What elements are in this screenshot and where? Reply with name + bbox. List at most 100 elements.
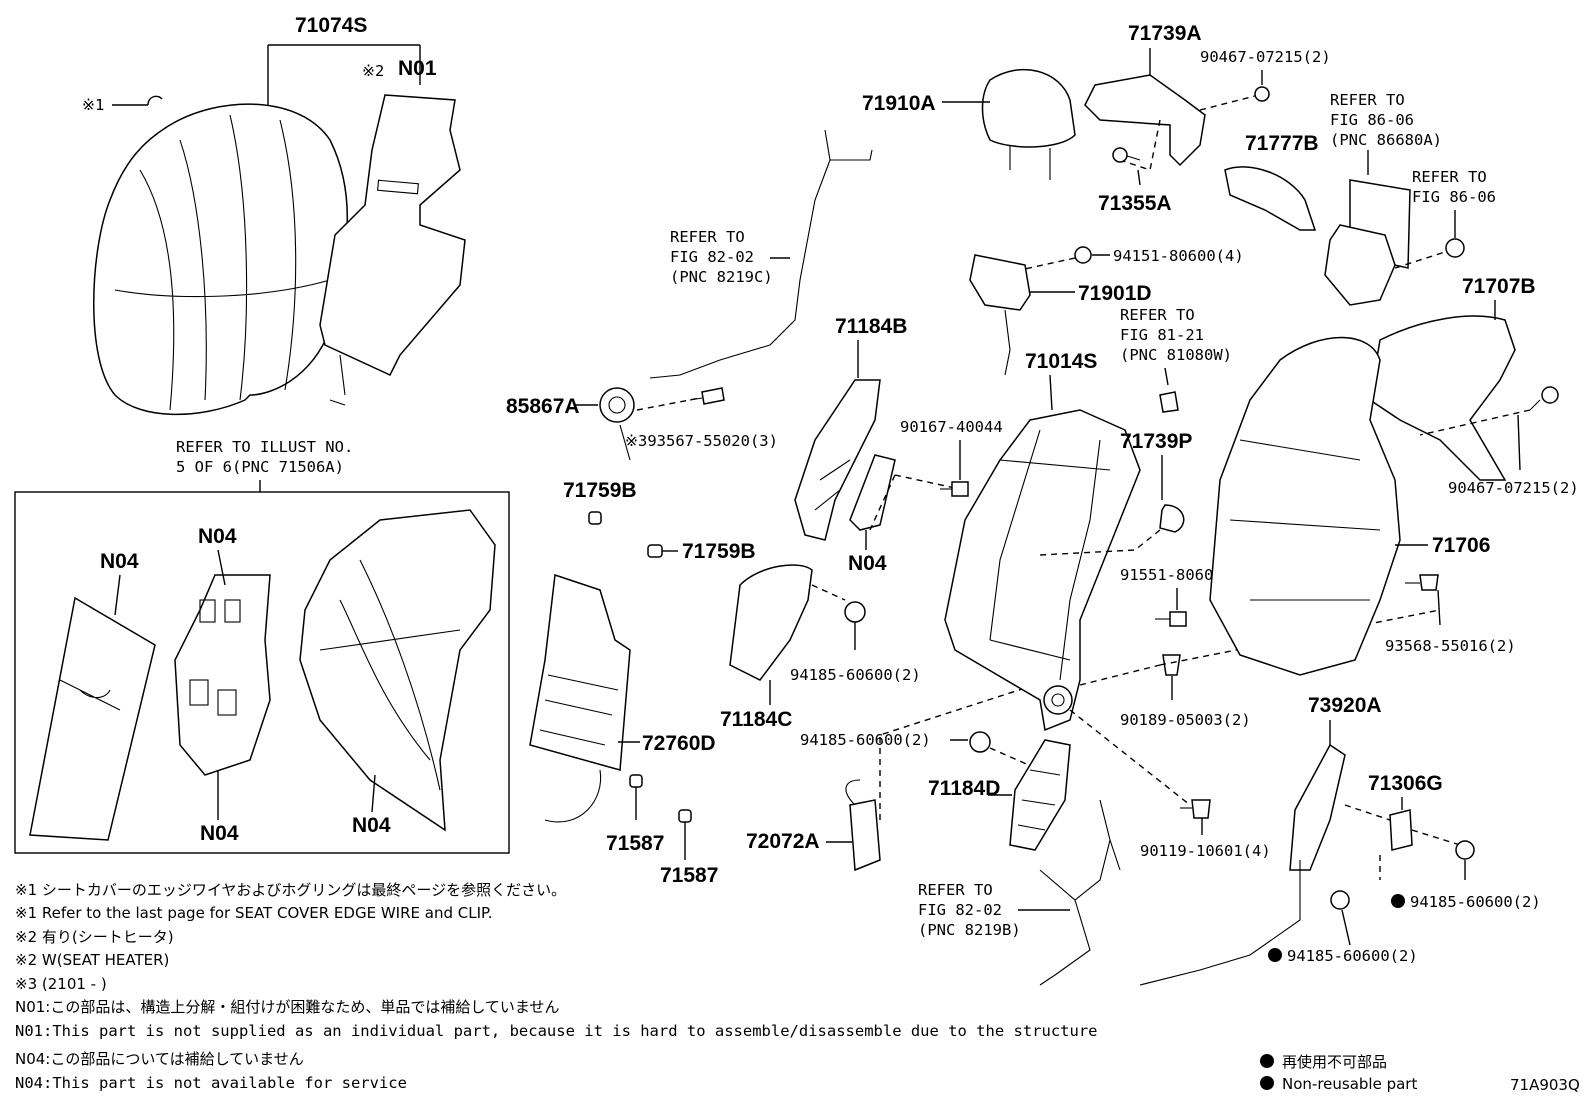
label-94185-b: 94185-60600(2) — [800, 731, 931, 749]
legend-dot-en — [1260, 1076, 1274, 1090]
screw-93567 — [689, 387, 725, 405]
refer82-line3: (PNC 8219C) — [670, 268, 773, 286]
label-94185-a: 94185-60600(2) — [790, 666, 921, 684]
bolt-90189 — [1162, 654, 1181, 676]
refer86a-line3: (PNC 86680A) — [1330, 131, 1442, 149]
clip-71759B-a — [588, 511, 602, 525]
refer82b-line1: REFER TO — [918, 881, 993, 899]
bracket-71306G — [1389, 809, 1413, 851]
refer86a-line1: REFER TO — [1330, 91, 1405, 109]
label-90467-top: 90467-07215(2) — [1200, 48, 1331, 66]
display-bracket-86680A — [1324, 179, 1411, 306]
bolt-90119 — [1180, 799, 1211, 819]
diagram-code: 71A903Q — [1510, 1076, 1580, 1094]
label-72760D: 72760D — [642, 732, 716, 755]
label-93567: ※393567-55020(3) — [625, 432, 778, 450]
note-2-en: ※2 W(SEAT HEATER) — [15, 951, 169, 969]
label-94185-c: 94185-60600(2) — [1410, 893, 1541, 911]
label-71739P: 71739P — [1120, 430, 1192, 453]
label-N01-top: N01 — [398, 57, 437, 80]
bolt-93568 — [1405, 574, 1439, 591]
label-71759B-a: 71759B — [563, 479, 637, 502]
note-n01-jp: N01:この部品は、構造上分解・組付けが困難なため、単品では補給していません — [15, 998, 559, 1016]
note-n04-jp: N04:この部品については補給していません — [15, 1050, 304, 1068]
refer81-line1: REFER TO — [1120, 306, 1195, 324]
refer86b-line1: REFER TO — [1412, 168, 1487, 186]
nut-refer86 — [1445, 238, 1465, 258]
label-90189: 90189-05003(2) — [1120, 711, 1251, 729]
label-71184B: 71184B — [835, 315, 907, 338]
refer82b-line3: (PNC 8219B) — [918, 921, 1021, 939]
note-1-jp: ※1 シートカバーのエッジワイヤおよびホグリングは最終ページを参照ください。 — [15, 881, 566, 899]
nonreusable-dot-d — [1268, 948, 1282, 962]
note-n01-en: N01:This part is not supplied as an indi… — [15, 1022, 1098, 1040]
label-71777B: 71777B — [1245, 132, 1319, 155]
note-1-en: ※1 Refer to the last page for SEAT COVER… — [15, 904, 492, 922]
label-N04-b: N04 — [198, 525, 237, 548]
label-N04-d: N04 — [352, 814, 391, 837]
clip-90467-top — [1254, 86, 1270, 102]
label-94185-d: 94185-60600(2) — [1287, 947, 1418, 965]
label-71587-b: 71587 — [660, 864, 718, 887]
note-2-jp: ※2 有り(シートヒータ) — [15, 928, 174, 946]
bolt-90167 — [940, 481, 969, 497]
side-panel-71184C — [729, 564, 813, 681]
refer81-line2: FIG 81-21 — [1120, 326, 1204, 344]
guide-71739A — [1084, 74, 1206, 167]
label-71184D: 71184D — [928, 777, 1000, 800]
seatback-shell-71706 — [1209, 336, 1401, 676]
note-3: ※3 (2101 - ) — [15, 975, 107, 993]
seat-heater-N01 — [319, 94, 466, 406]
nut-94185-c — [1455, 840, 1475, 860]
mark2-top: ※2 — [362, 62, 384, 80]
part-85867A — [599, 387, 635, 461]
refer82b-line2: FIG 82-02 — [918, 901, 1002, 919]
nut-94185-b — [969, 731, 991, 753]
side-panel-71184B — [794, 379, 881, 541]
refer82-line1: REFER TO — [670, 228, 745, 246]
label-72072A: 72072A — [746, 830, 820, 853]
note-n04-en: N04:This part is not available for servi… — [15, 1074, 407, 1092]
notes-block: ※1 シートカバーのエッジワイヤおよびホグリングは最終ページを参照ください。 ※… — [15, 881, 1098, 1092]
seat-frame-71014S — [944, 409, 1141, 732]
clip-90467-right — [1529, 386, 1559, 411]
label-71901D: 71901D — [1078, 282, 1152, 305]
seat-cover-71074S — [93, 103, 349, 416]
label-71355A: 71355A — [1098, 192, 1172, 215]
clip-71587-b — [678, 809, 692, 823]
clip-71587-a — [629, 774, 643, 788]
screw-71355A — [1112, 147, 1141, 163]
seatback-frame-N04-d — [299, 509, 496, 832]
panel-N04-a — [29, 596, 156, 841]
side-panel-71184D — [1009, 739, 1071, 851]
wire-harness-8219C — [649, 129, 873, 379]
side-trim-73920A — [1139, 743, 1346, 986]
label-N04-c: N04 — [200, 822, 239, 845]
nut-94151 — [1074, 246, 1092, 264]
label-94151: 94151-80600(4) — [1113, 247, 1244, 265]
legend: 再使用不可部品 Non-reusable part — [1260, 1053, 1417, 1093]
refer86a-line2: FIG 86-06 — [1330, 111, 1414, 129]
label-90119: 90119-10601(4) — [1140, 842, 1271, 860]
label-N04-e: N04 — [848, 552, 887, 575]
label-71074S: 71074S — [295, 14, 367, 37]
label-90467-right: 90467-07215(2) — [1448, 479, 1579, 497]
bolt-91551 — [1155, 611, 1187, 627]
lumbar-71901D — [969, 254, 1031, 376]
label-91551: 91551-80608 — [1120, 566, 1223, 584]
label-71910A: 71910A — [862, 92, 936, 115]
label-71184C: 71184C — [720, 708, 792, 731]
bracket-N04-e — [849, 454, 896, 531]
nut-94185-d — [1330, 890, 1350, 910]
nut-94185-a — [844, 601, 866, 623]
label-71707B: 71707B — [1462, 275, 1536, 298]
label-71306G: 71306G — [1368, 772, 1443, 795]
cover-71777B — [1224, 166, 1317, 231]
label-71739A: 71739A — [1128, 22, 1202, 45]
bracket-N04-b — [174, 574, 271, 776]
label-N04-a: N04 — [100, 550, 139, 573]
refer-illust-line1: REFER TO ILLUST NO. — [176, 438, 353, 456]
legend-dot-jp — [1260, 1054, 1274, 1068]
clip-71739P — [1159, 504, 1185, 533]
label-71706: 71706 — [1432, 534, 1490, 557]
